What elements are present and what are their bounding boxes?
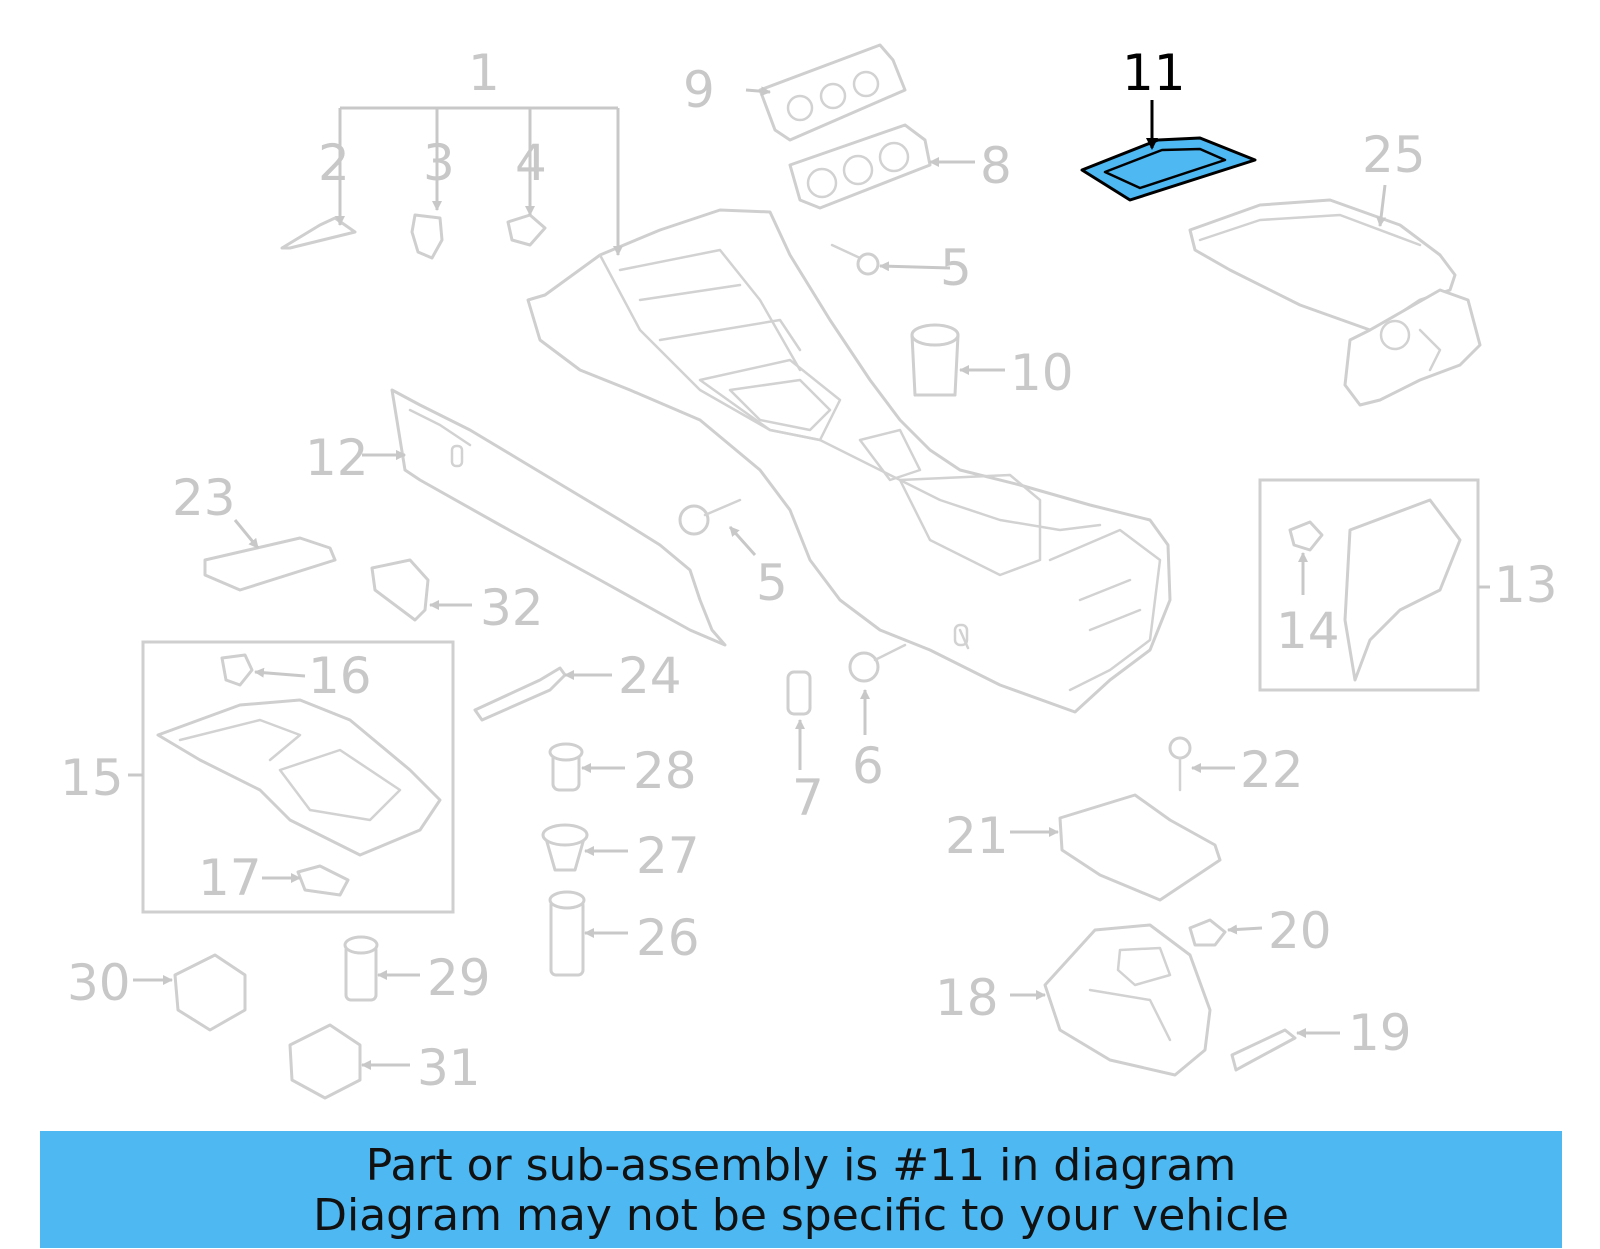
callout-11-highlighted: 11 [1122, 44, 1186, 102]
callout-6: 6 [852, 737, 884, 795]
callout-30: 30 [67, 954, 131, 1012]
callout-16: 16 [308, 647, 372, 705]
cup-holder-part-10 [910, 323, 960, 397]
leader-lines [128, 86, 1490, 1070]
group-frame-13 [1258, 478, 1480, 692]
callout-5-top: 5 [940, 239, 972, 297]
switch-part-31 [288, 1023, 362, 1100]
callout-1: 1 [468, 44, 500, 102]
pad-part-23 [203, 536, 337, 592]
screw-part-22 [1168, 736, 1192, 792]
callout-labels: 1 2 3 4 5 5 6 7 8 9 10 11 12 13 14 15 16… [60, 44, 1558, 1097]
callout-32: 32 [480, 579, 544, 637]
callout-3: 3 [423, 134, 455, 192]
callout-26: 26 [636, 909, 700, 967]
callout-15: 15 [60, 749, 124, 807]
info-banner: Part or sub-assembly is #11 in diagram D… [40, 1131, 1562, 1248]
control-panel-part-9 [758, 43, 907, 142]
socket-part-27 [541, 823, 589, 872]
shifter-base-part-18 [1043, 923, 1212, 1077]
banner-line-2: Diagram may not be specific to your vehi… [313, 1190, 1289, 1241]
clip-part-16 [220, 653, 254, 687]
callout-4: 4 [515, 134, 547, 192]
callout-14: 14 [1276, 602, 1340, 660]
callout-7: 7 [792, 769, 824, 827]
callout-28: 28 [633, 742, 697, 800]
clip-part-17 [296, 864, 350, 897]
callout-21: 21 [945, 807, 1009, 865]
callout-13: 13 [1494, 556, 1558, 614]
socket-part-29 [343, 935, 379, 1002]
side-panel-part [390, 388, 727, 647]
nut-part-20 [1188, 918, 1227, 947]
clip-part-14 [1288, 520, 1324, 552]
strip-part-24 [473, 666, 567, 722]
clip-part-7 [786, 670, 812, 716]
control-panel-part-8 [788, 123, 932, 210]
nut-part-4 [506, 213, 547, 247]
switch-part-30 [173, 953, 247, 1032]
tray-mat-part-highlighted [1080, 136, 1257, 202]
callout-2: 2 [318, 134, 350, 192]
armrest-lid-part [1188, 198, 1482, 407]
callout-24: 24 [618, 647, 682, 705]
socket-part-28 [548, 742, 584, 792]
trim-part-13 [1343, 498, 1462, 682]
sensor-part-19 [1230, 1028, 1297, 1072]
banner-line-1: Part or sub-assembly is #11 in diagram [365, 1140, 1237, 1191]
callout-18: 18 [935, 969, 999, 1027]
callout-12: 12 [305, 429, 369, 487]
parts-diagram: 1 2 3 4 5 5 6 7 8 9 10 11 12 13 14 15 16… [60, 43, 1558, 1100]
center-console-part [526, 208, 1172, 714]
callout-10: 10 [1010, 344, 1074, 402]
shifter-bezel-part-15 [156, 698, 442, 857]
callout-23: 23 [172, 469, 236, 527]
screw-part-5-middle [678, 498, 742, 536]
callout-19: 19 [1348, 1004, 1412, 1062]
callout-31: 31 [417, 1039, 481, 1097]
callout-25: 25 [1362, 126, 1426, 184]
callout-5-middle: 5 [756, 554, 788, 612]
callout-20: 20 [1268, 902, 1332, 960]
callout-22: 22 [1240, 741, 1304, 799]
switch-part-32 [370, 558, 430, 622]
bracket-part-21 [1058, 793, 1222, 902]
callout-17: 17 [198, 849, 262, 907]
group-frame-15 [141, 640, 455, 914]
bracket-part-2 [280, 216, 357, 250]
callout-27: 27 [636, 827, 700, 885]
screw-part-5-top [830, 243, 880, 276]
screw-part-6 [848, 643, 907, 683]
callout-9: 9 [683, 61, 715, 119]
socket-part-26 [548, 890, 586, 977]
clip-part-3 [410, 213, 444, 260]
callout-8: 8 [980, 137, 1012, 195]
callout-29: 29 [427, 949, 491, 1007]
